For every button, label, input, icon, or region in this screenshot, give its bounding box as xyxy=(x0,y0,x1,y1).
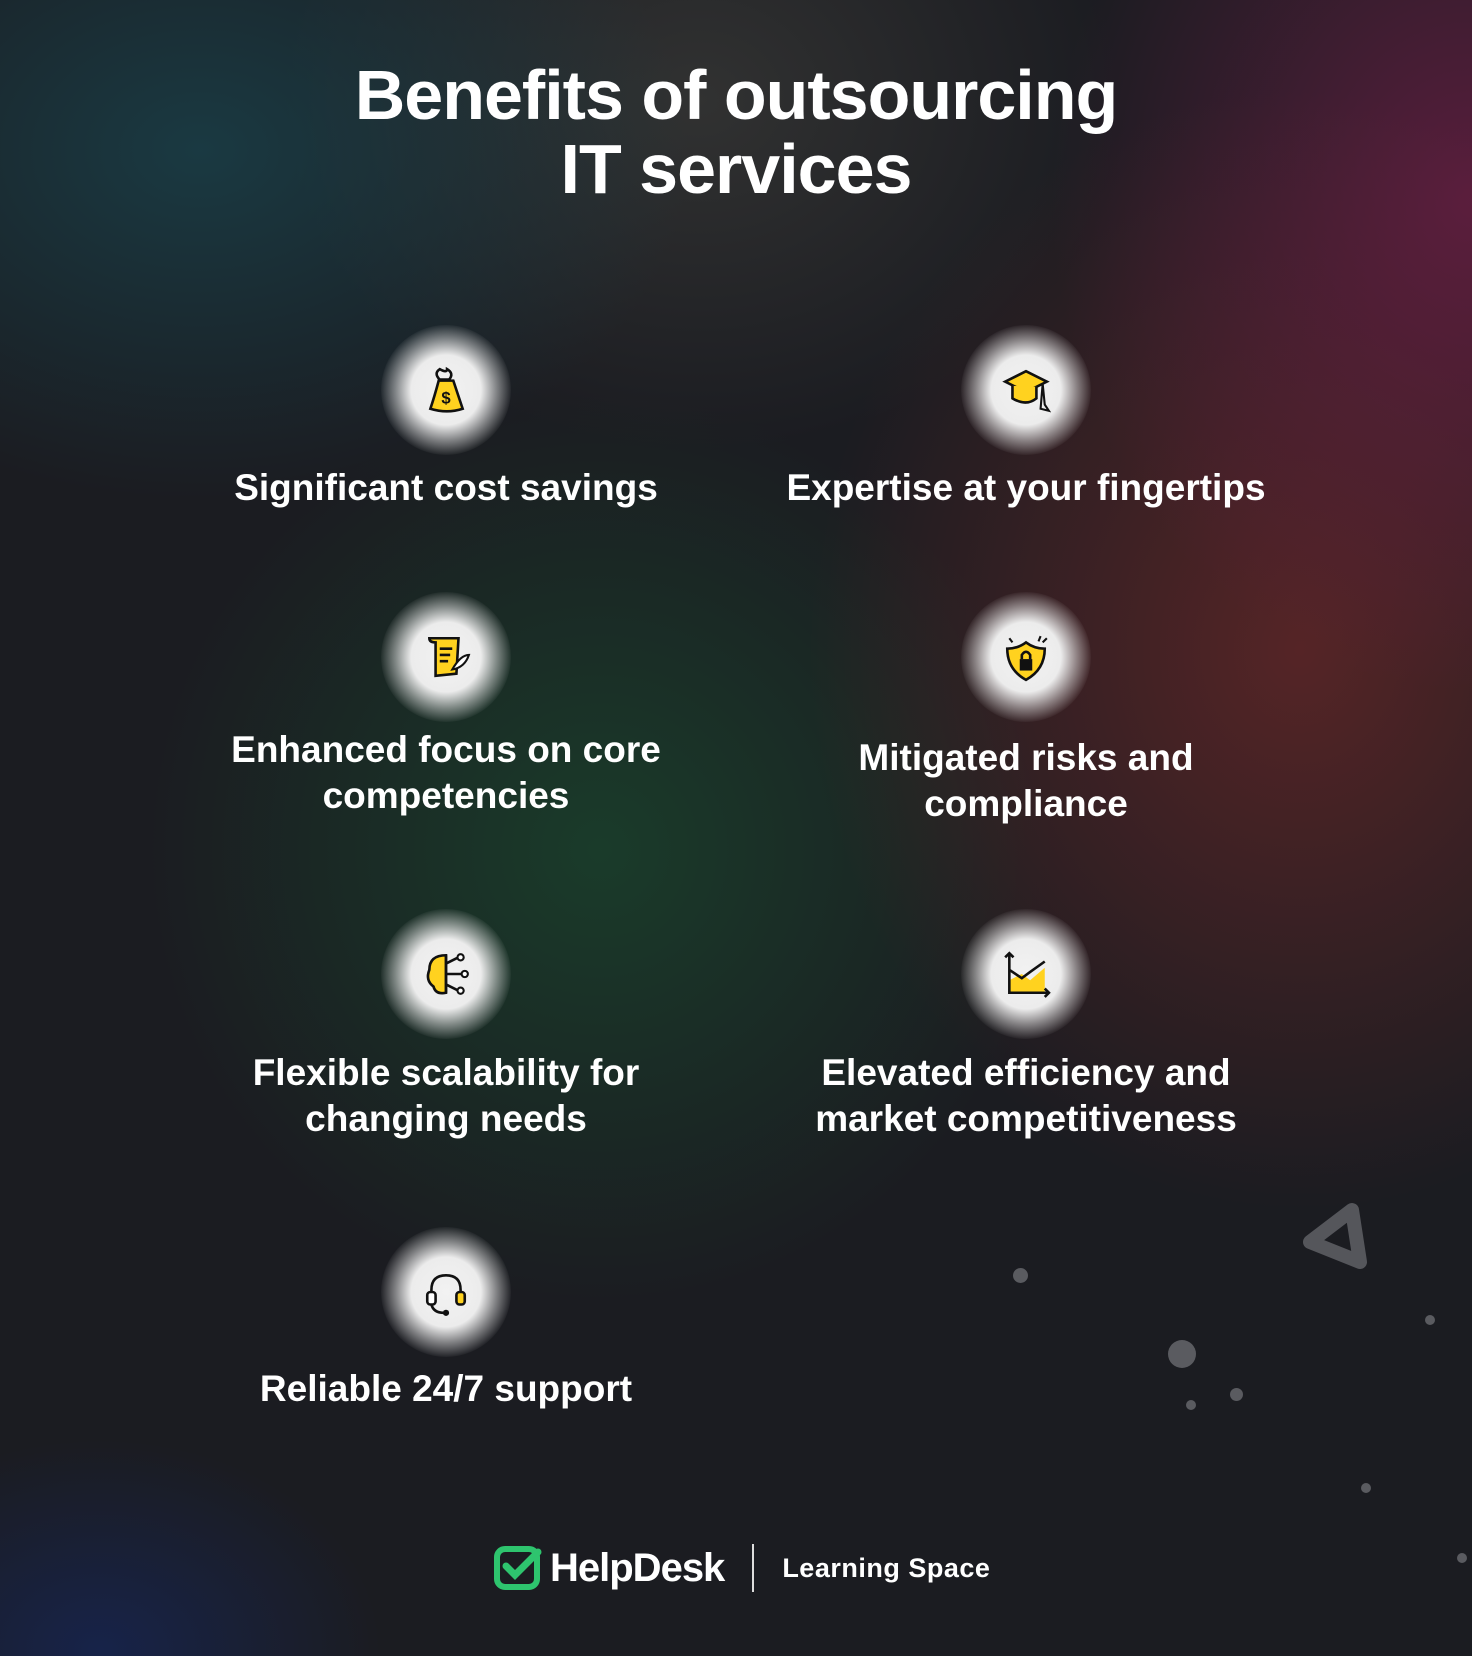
benefit-label: Significant cost savings xyxy=(166,465,726,511)
benefit-label-line: Expertise at your fingertips xyxy=(786,467,1266,508)
decor-dot xyxy=(1168,1340,1196,1368)
decor-dot xyxy=(1425,1315,1435,1325)
scroll-quill-icon xyxy=(428,636,471,678)
shield-lock-icon xyxy=(1005,635,1048,682)
icon-glow xyxy=(381,909,511,1039)
headset-icon xyxy=(425,1274,467,1316)
decor-dot xyxy=(1013,1268,1028,1283)
svg-text:$: $ xyxy=(441,389,451,408)
growth-chart-icon xyxy=(1004,951,1051,998)
benefit-label-line: Enhanced focus on core xyxy=(231,729,661,770)
decor-dot xyxy=(1230,1388,1243,1401)
footer: HelpDesk Learning Space xyxy=(494,1540,990,1596)
benefit-label-line: Flexible scalability for xyxy=(252,1052,640,1093)
icon-glow xyxy=(961,909,1091,1039)
benefit-label: Expertise at your fingertips xyxy=(746,465,1306,511)
benefit-label-line: Mitigated risks and xyxy=(858,737,1194,778)
section-name: Learning Space xyxy=(782,1552,991,1583)
benefit-label-line: Elevated efficiency and xyxy=(821,1052,1231,1093)
benefit-label: Enhanced focus on core competencies xyxy=(166,727,726,819)
icon-glow xyxy=(381,592,511,722)
benefit-label-line: market competitiveness xyxy=(815,1098,1237,1139)
icon-glow xyxy=(381,1227,511,1357)
money-bag-icon: $ xyxy=(428,366,465,413)
benefit-label: Reliable 24/7 support xyxy=(166,1366,726,1412)
graduation-cap-icon xyxy=(1002,369,1051,413)
decor-dot xyxy=(1361,1483,1371,1493)
benefit-label-line: Significant cost savings xyxy=(234,467,658,508)
triangle-decor-icon xyxy=(1303,1203,1367,1269)
benefit-label: Mitigated risks and compliance xyxy=(746,735,1306,827)
benefit-label-line: compliance xyxy=(924,783,1128,824)
benefit-label-line: Reliable 24/7 support xyxy=(259,1368,633,1409)
decor-dot xyxy=(1457,1553,1467,1563)
title-line-2: IT services xyxy=(560,130,913,208)
helpdesk-logo-icon xyxy=(494,1546,542,1590)
brain-network-icon xyxy=(426,953,469,995)
icon-glow xyxy=(961,325,1091,455)
icon-glow xyxy=(961,592,1091,722)
brand-name: HelpDesk xyxy=(550,1545,725,1590)
benefit-label-line: competencies xyxy=(322,775,570,816)
title-line-1: Benefits of outsourcing xyxy=(354,56,1119,134)
benefit-label: Flexible scalability for changing needs xyxy=(166,1050,726,1142)
benefit-label: Elevated efficiency and market competitiv… xyxy=(746,1050,1306,1142)
page-title: Benefits of outsourcing IT services xyxy=(0,58,1472,206)
icon-glow: $ xyxy=(381,325,511,455)
benefit-label-line: changing needs xyxy=(305,1098,587,1139)
divider xyxy=(752,1544,755,1592)
decor-dot xyxy=(1186,1400,1196,1410)
